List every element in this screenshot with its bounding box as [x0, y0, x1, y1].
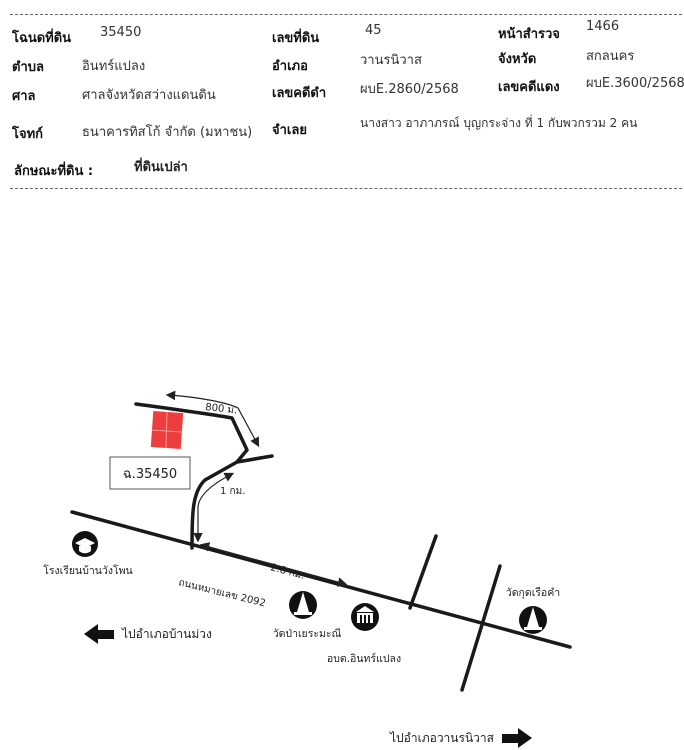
deed-no-label: โฉนดที่ดิน	[12, 31, 72, 46]
court-value: ศาลจังหวัดสว่างแดนดิน	[82, 88, 216, 103]
arrow-left-icon	[84, 624, 114, 644]
government-building-icon	[351, 603, 379, 631]
deed-no-value: 35450	[100, 25, 142, 40]
plaintiff-label: โจทก์	[12, 127, 44, 142]
distance-side-label: 1 กม.	[220, 486, 245, 497]
temple1-label: วัดป่าเยระมะณี	[273, 627, 342, 640]
distance-arrow-side	[193, 472, 235, 543]
header-divider	[10, 188, 682, 189]
red-case-value: ผบE.3600/2568	[586, 76, 684, 91]
distance-arrow-top	[165, 390, 260, 448]
province-value: สกลนคร	[586, 49, 635, 64]
direction-right: ไปอำเภอวานรนิวาส	[390, 728, 532, 748]
land-type-value: ที่ดินเปล่า	[134, 160, 188, 175]
stupa-icon	[519, 606, 547, 634]
tao-label: อบต.อินทร์แปลง	[327, 652, 401, 665]
province-label: จังหวัด	[498, 52, 537, 67]
direction-right-label: ไปอำเภอวานรนิวาส	[390, 730, 494, 745]
road-name-label: ถนนหมายเลข 2092	[177, 577, 266, 609]
red-case-label: เลขคดีแดง	[498, 80, 560, 95]
survey-page-value: 1466	[586, 19, 620, 34]
subdistrict-label: ตำบล	[12, 60, 44, 75]
temple2-label: วัดกุดเรือคำ	[506, 586, 560, 599]
distance-arrow-main	[199, 542, 348, 587]
school-label: โรงเรียนบ้านวังโพน	[43, 564, 132, 577]
access-road-spur	[235, 454, 274, 464]
land-no-value: 45	[365, 23, 382, 38]
district-label: อำเภอ	[272, 59, 308, 74]
survey-page-label: หน้าสำรวจ	[498, 27, 560, 42]
land-parcel	[150, 410, 184, 450]
parcel-label-box	[109, 456, 191, 490]
distance-main-label: 2.8 กม.	[269, 562, 306, 582]
court-label: ศาล	[12, 89, 36, 104]
arrow-right-icon	[501, 728, 532, 748]
side-road-left	[408, 534, 438, 610]
land-type-label: ลักษณะที่ดิน :	[14, 164, 94, 179]
direction-left-label: ไปอำเภอบ้านม่วง	[122, 626, 212, 641]
defendant-value: นางสาว อาภาภรณ์ บุญกระจ่าง ที่ 1 กับพวกร…	[360, 116, 638, 130]
district-value: วานรนิวาส	[360, 53, 422, 68]
black-case-value: ผบE.2860/2568	[360, 82, 459, 97]
defendant-label: จำเลย	[272, 123, 307, 138]
direction-left: ไปอำเภอบ้านม่วง	[84, 624, 212, 644]
graduation-cap-icon	[72, 531, 98, 557]
subdistrict-value: อินทร์แปลง	[82, 59, 146, 74]
plaintiff-value: ธนาคารทิสโก้ จำกัด (มหาชน)	[82, 125, 253, 140]
land-no-label: เลขที่ดิน	[272, 31, 320, 46]
black-case-label: เลขคดีดำ	[272, 86, 327, 101]
parcel-label: ฉ.35450	[123, 467, 177, 482]
distance-top-label: 800 ม.	[205, 402, 238, 416]
stupa-icon	[289, 591, 317, 619]
top-divider	[10, 14, 682, 15]
side-road-right	[460, 564, 502, 692]
